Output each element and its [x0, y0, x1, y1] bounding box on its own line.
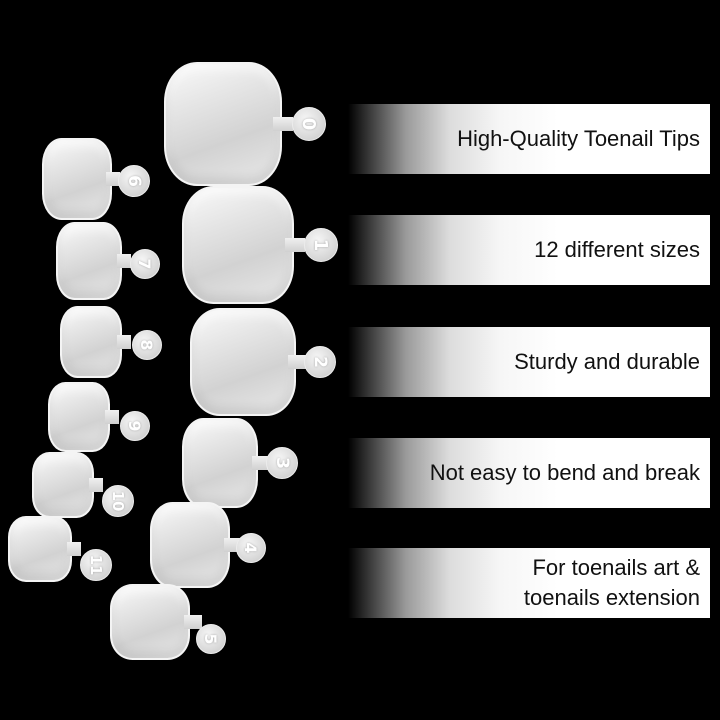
feature-bar-quality: High-Quality Toenail Tips: [348, 104, 710, 174]
nail-tip-number: 1: [310, 238, 332, 252]
nail-tip-tab: [251, 456, 270, 470]
nail-tip-body: [48, 382, 110, 452]
nail-tip-body: [32, 452, 94, 518]
nail-tip-number-tab: 5: [196, 624, 226, 654]
nail-tip-tab: [287, 355, 306, 369]
nail-tip-tab: [105, 410, 120, 424]
nail-tip-number: 6: [124, 175, 144, 187]
nail-tip-number: 0: [298, 117, 320, 131]
nail-tip-body: [190, 308, 296, 416]
nail-tip-body: [60, 306, 122, 378]
nail-tip-size-3: 3: [182, 418, 298, 508]
nail-tip-body: [182, 418, 258, 508]
nail-tip-size-8: 8: [60, 306, 162, 378]
nail-tip-number-tab: 3: [266, 447, 298, 479]
nail-tip-number: 3: [272, 457, 292, 469]
nail-tip-number-tab: 2: [304, 346, 336, 378]
nail-tip-size-10: 10: [32, 452, 134, 518]
nail-tip-body: [164, 62, 282, 186]
nail-tip-number-tab: 7: [130, 249, 160, 279]
nail-tip-size-6: 6: [42, 138, 150, 220]
nail-tip-number: 9: [125, 420, 145, 432]
nail-tip-size-2: 2: [190, 308, 336, 416]
nail-tip-number: 8: [137, 339, 157, 351]
nail-tip-tab: [285, 238, 306, 252]
nail-tip-size-4: 4: [150, 502, 266, 588]
nail-tip-size-1: 1: [182, 186, 338, 304]
nail-tip-number-tab: 0: [292, 107, 326, 141]
nail-tip-number: 5: [201, 633, 221, 645]
nail-tip-size-0: 0: [164, 62, 326, 186]
nail-tip-tab: [272, 117, 293, 131]
nail-tip-tab: [183, 615, 202, 629]
nail-tip-size-5: 5: [110, 584, 226, 660]
nail-tip-body: [42, 138, 112, 220]
nail-tip-number-tab: 6: [118, 165, 150, 197]
feature-text: Sturdy and durable: [514, 349, 700, 375]
nail-tip-size-11: 11: [8, 516, 112, 582]
nail-tip-tab: [89, 478, 104, 492]
nail-tip-number-tab: 10: [102, 485, 134, 517]
nail-tip-number: 7: [135, 258, 155, 270]
nail-tip-size-7: 7: [56, 222, 160, 300]
nail-tip-number-tab: 1: [304, 228, 338, 262]
feature-text: High-Quality Toenail Tips: [457, 126, 700, 152]
nail-tip-body: [150, 502, 230, 588]
nail-tip-number: 2: [310, 356, 330, 368]
feature-text: For toenails art & toenails extension: [523, 555, 700, 610]
feature-bar-sizes: 12 different sizes: [348, 215, 710, 285]
feature-bar-durable: Sturdy and durable: [348, 327, 710, 397]
nail-tip-body: [182, 186, 294, 304]
nail-tip-tab: [117, 335, 132, 349]
nail-tip-number-tab: 4: [236, 533, 266, 563]
feature-text: Not easy to bend and break: [429, 460, 700, 486]
feature-bar-bend: Not easy to bend and break: [348, 438, 710, 508]
nail-tip-number-tab: 8: [132, 330, 162, 360]
nail-tip-body: [8, 516, 72, 582]
nail-tip-body: [110, 584, 190, 660]
nail-tip-body: [56, 222, 122, 300]
nail-tip-tab: [106, 172, 121, 186]
nail-tip-tab: [66, 542, 81, 556]
nail-tip-number-tab: 11: [80, 549, 112, 581]
feature-text: 12 different sizes: [534, 237, 700, 263]
nail-tip-number: 4: [241, 542, 261, 554]
feature-bar-usage: For toenails art & toenails extension: [348, 548, 710, 618]
nail-tip-tab: [116, 254, 131, 268]
nail-tip-size-9: 9: [48, 382, 150, 452]
nail-tip-number: 10: [109, 490, 127, 512]
nail-tip-number-tab: 9: [120, 411, 150, 441]
nail-tip-number: 11: [87, 554, 105, 576]
